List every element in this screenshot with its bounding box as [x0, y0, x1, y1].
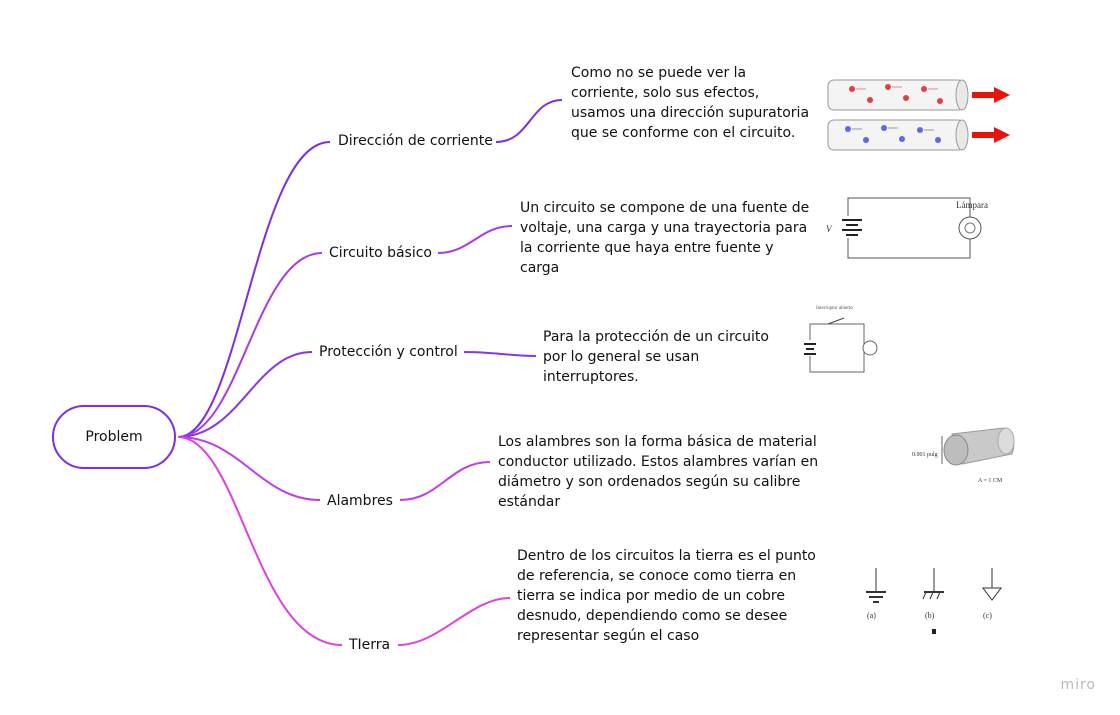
note-alambres[interactable]: Los alambres son la forma básica de mate… — [498, 434, 819, 510]
lamp-label: Lámpara — [956, 200, 988, 210]
connector-b3-note — [399, 461, 491, 501]
switch-label: Interruptor abierto — [816, 306, 853, 311]
ground-symbol-c: (c) — [982, 568, 1002, 620]
miro-watermark: miro — [1060, 677, 1096, 693]
connector-b4-note — [397, 597, 511, 646]
tube-electrons-red — [827, 79, 1010, 111]
tube-electrons-blue — [827, 119, 1010, 151]
connector-b0-note — [495, 99, 563, 143]
svg-text:(b): (b) — [925, 611, 935, 620]
connector-root-b3 — [177, 436, 321, 501]
ground-symbols-image: (a) (b) (c) — [866, 568, 1002, 634]
connector-root-b4 — [177, 436, 343, 646]
note-proteccion-control[interactable]: Para la protección de un circuito por lo… — [543, 329, 769, 385]
root-label: Problem — [85, 429, 143, 445]
source-label: V — [826, 224, 833, 234]
note-tierra[interactable]: Dentro de los circuitos la tierra es el … — [517, 548, 816, 644]
note-direccion-corriente[interactable]: Como no se puede ver la corriente, solo … — [571, 65, 810, 141]
branch-proteccion-control[interactable]: Protección y control — [319, 344, 458, 360]
svg-text:(c): (c) — [983, 611, 992, 620]
diameter-label: 0.001 pulg — [912, 452, 938, 458]
current-flow-image — [827, 79, 1010, 151]
switch-circuit-image: Interruptor abierto — [804, 306, 878, 373]
connector-root-b2 — [177, 351, 313, 438]
ground-symbol-a: (a) — [866, 568, 886, 620]
branch-alambres[interactable]: Alambres — [327, 493, 393, 509]
branch-tierra[interactable]: TIerra — [349, 637, 391, 653]
note-circuito-basico[interactable]: Un circuito se compone de una fuente de … — [520, 200, 810, 276]
root-node[interactable]: Problem — [52, 405, 176, 469]
connector-root-b0 — [177, 141, 331, 438]
svg-text:(a): (a) — [867, 611, 876, 620]
area-label: A = 1 CM — [978, 478, 1003, 484]
connector-root-b1 — [177, 252, 323, 438]
connector-b2-note — [463, 351, 537, 357]
ground-symbol-b: (b) — [922, 568, 944, 634]
basic-circuit-image: V Lámpara — [826, 197, 988, 259]
branch-direccion-corriente[interactable]: Dirección de corriente — [338, 133, 493, 149]
connector-b1-note — [437, 225, 513, 254]
wire-image: 0.001 pulg A = 1 CM — [912, 427, 1015, 484]
branch-circuito-basico[interactable]: Circuito básico — [329, 245, 432, 261]
